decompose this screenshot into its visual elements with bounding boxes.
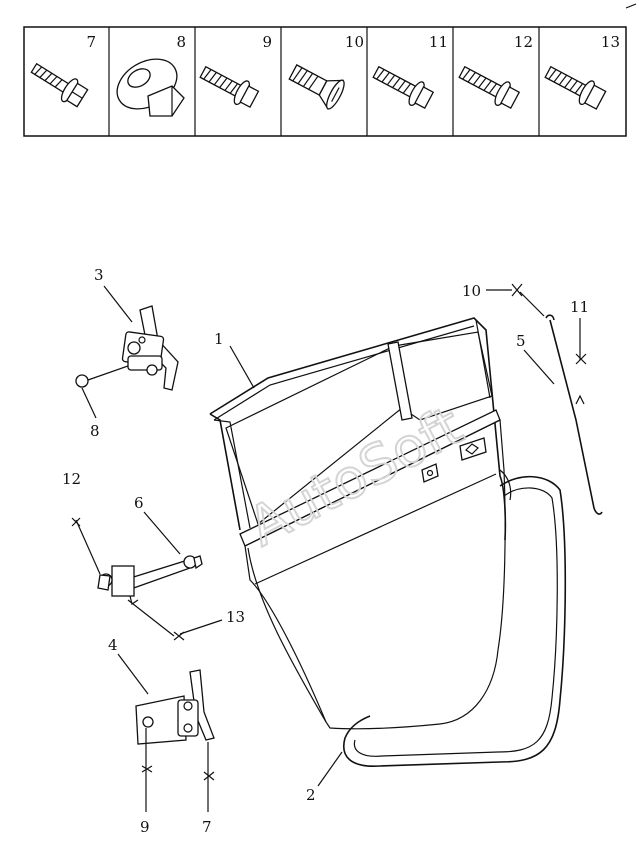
lock-rod: [545, 314, 603, 515]
fastener-marks: [71, 283, 587, 781]
fastener-table: 7 8 9 10 11 12 13: [23, 26, 627, 137]
flange-nut-icon: [116, 58, 185, 117]
rear-door-assembly: [209, 317, 512, 730]
flange-bolt-icon: [30, 62, 89, 108]
table-cell-number: 13: [601, 33, 620, 51]
table-cell-number: 11: [429, 33, 448, 51]
door-weatherstrip: [343, 475, 567, 767]
table-cell-number: 12: [514, 33, 533, 51]
callout-7: 7: [202, 818, 212, 836]
callout-12: 12: [62, 470, 81, 488]
table-cell-number: 7: [86, 33, 96, 51]
callout-13: 13: [226, 608, 245, 626]
callout-5: 5: [516, 332, 526, 350]
callout-labels: 1 2 3 4 5 6 7 8 9 10 11 12 13: [62, 266, 589, 836]
upper-hinge: [121, 305, 179, 391]
countersunk-screw-icon: [288, 64, 345, 110]
callout-4: 4: [108, 636, 118, 654]
door-check-strap: [97, 555, 203, 605]
flange-bolt-icon: [544, 65, 607, 110]
door-lock: [421, 463, 439, 483]
callout-6: 6: [134, 494, 144, 512]
callout-3: 3: [94, 266, 104, 284]
callout-8: 8: [90, 422, 100, 440]
table-cell-number: 9: [262, 33, 272, 51]
callout-11: 11: [570, 298, 589, 316]
corner-mark: [625, 3, 637, 9]
door-handle: [459, 437, 487, 461]
flange-bolt-icon: [458, 65, 521, 109]
table-cell-number: 8: [176, 33, 186, 51]
lower-hinge: [135, 669, 215, 745]
hinge-nut-icon: [75, 374, 89, 388]
callout-1: 1: [214, 330, 224, 348]
callout-9: 9: [140, 818, 150, 836]
flange-bolt-icon: [372, 65, 435, 109]
callout-2: 2: [306, 786, 316, 804]
callout-10: 10: [462, 282, 481, 300]
flange-bolt-icon: [199, 65, 260, 109]
table-cell-number: 10: [345, 33, 364, 51]
